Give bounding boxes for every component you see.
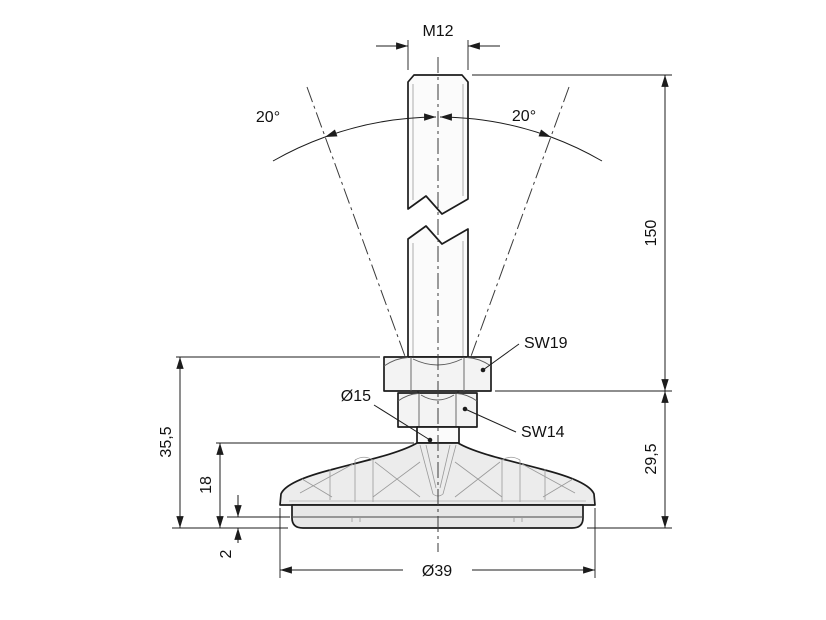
arc-tail xyxy=(550,136,603,162)
dim-18: 18 xyxy=(198,442,414,528)
label-base-diameter: Ø39 xyxy=(422,563,452,580)
leader-line xyxy=(482,343,520,371)
angle-arc xyxy=(439,113,552,138)
label-pad-thickness: 2 xyxy=(218,549,235,558)
dim-35-5: 35,5 xyxy=(158,356,380,529)
hex-flat-edges xyxy=(410,357,465,391)
label-angle-left: 20° xyxy=(256,109,280,126)
angle-dim-left: 20° xyxy=(256,109,437,162)
label-height-overall: 35,5 xyxy=(158,426,175,457)
dim-dia39: Ø39 xyxy=(279,508,596,580)
label-height-base-assembly: 29,5 xyxy=(643,443,660,474)
leader-dot xyxy=(427,437,433,443)
thread-line xyxy=(412,84,464,200)
dim-150: 150 xyxy=(472,74,672,392)
leader-sw19: SW19 xyxy=(480,335,568,373)
angle-dim-right: 20° xyxy=(439,108,603,162)
dim-2: 2 xyxy=(218,495,290,558)
diagonal-ribs xyxy=(299,461,576,498)
hex-flat-edges xyxy=(418,393,457,427)
label-wrench-upper: SW19 xyxy=(524,335,568,352)
pad-ticks xyxy=(351,517,523,522)
label-thread-size: M12 xyxy=(422,23,453,40)
label-wrench-lower: SW14 xyxy=(521,424,565,441)
label-angle-right: 20° xyxy=(512,108,536,125)
leader-dia15: Ø15 xyxy=(341,388,433,443)
extension-lines xyxy=(472,74,672,392)
nut-chamfer xyxy=(397,393,478,402)
leader-line xyxy=(464,408,517,433)
dim-m12: M12 xyxy=(376,23,500,70)
arc-tail xyxy=(272,136,326,162)
label-height-base: 18 xyxy=(198,476,215,494)
angle-arc xyxy=(324,113,437,138)
label-pivot-diameter: Ø15 xyxy=(341,388,371,405)
vertical-ribs xyxy=(329,469,546,500)
label-spindle-length: 150 xyxy=(643,220,660,247)
extension-lines xyxy=(172,356,380,529)
thread-line xyxy=(412,241,464,357)
leader-sw14: SW14 xyxy=(462,406,565,441)
boss-left xyxy=(354,456,374,502)
leader-line xyxy=(373,404,431,441)
dim-29-5: 29,5 xyxy=(587,391,672,529)
boss-right xyxy=(501,456,521,502)
